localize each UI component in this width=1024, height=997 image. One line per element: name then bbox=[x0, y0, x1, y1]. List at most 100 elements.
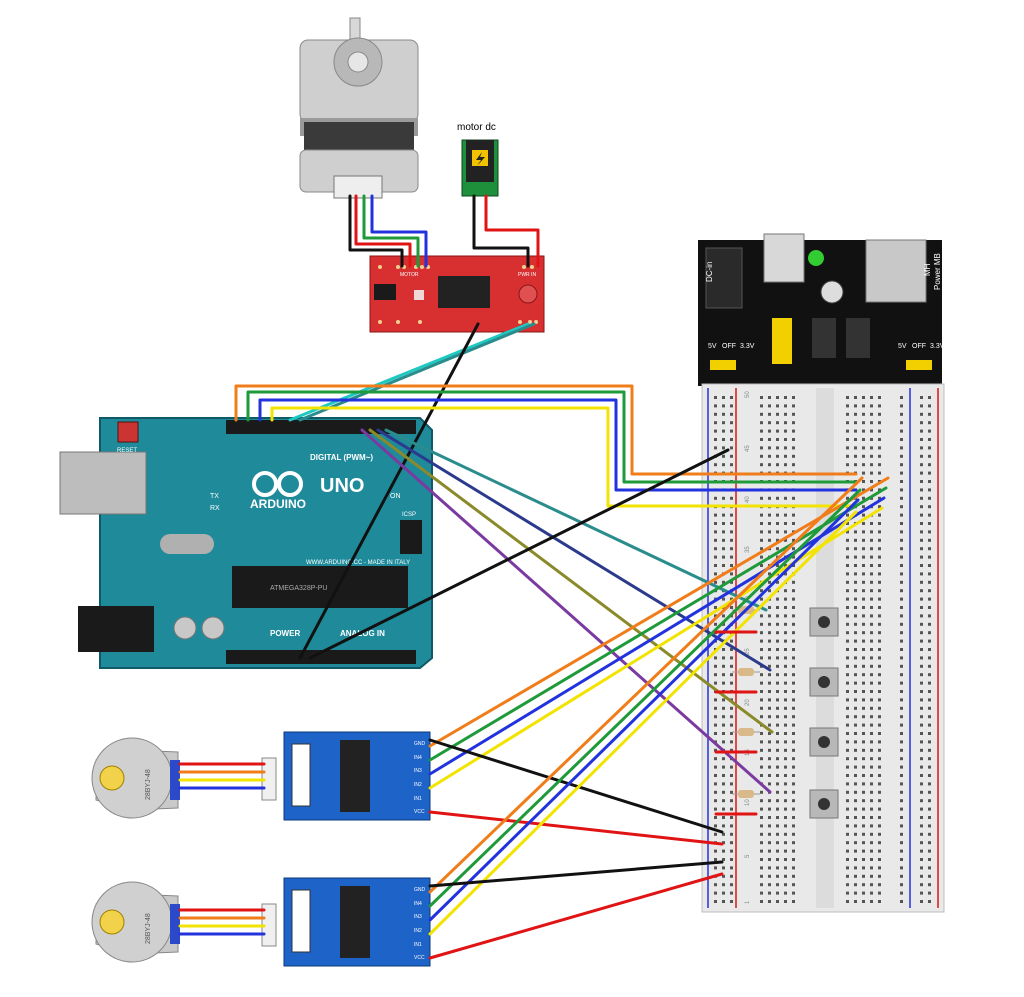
breadboard-hole bbox=[862, 715, 865, 719]
motor-dc-label: motor dc bbox=[457, 122, 496, 133]
breadboard-hole bbox=[854, 555, 857, 559]
breadboard-hole bbox=[878, 429, 881, 433]
breadboard-hole bbox=[870, 748, 873, 752]
breadboard-hole bbox=[920, 522, 923, 525]
breadboard-hole bbox=[900, 522, 903, 525]
breadboard-hole bbox=[928, 522, 931, 525]
breadboard-hole bbox=[862, 690, 865, 693]
breadboard-hole bbox=[776, 706, 779, 710]
breadboard-hole bbox=[776, 614, 779, 618]
breadboard-hole bbox=[776, 807, 779, 811]
breadboard-hole bbox=[920, 681, 923, 685]
breadboard-hole bbox=[760, 883, 763, 887]
breadboard-hole bbox=[870, 606, 873, 609]
breadboard-hole bbox=[776, 790, 779, 794]
breadboard-hole bbox=[854, 841, 857, 845]
breadboard-hole bbox=[760, 765, 763, 769]
wire-d1-in4 bbox=[428, 476, 890, 748]
breadboard-hole bbox=[870, 891, 873, 895]
breadboard-hole bbox=[878, 446, 881, 450]
breadboard-hole bbox=[854, 421, 857, 425]
wire-d1-vcc bbox=[428, 810, 724, 846]
breadboard-hole bbox=[878, 555, 881, 559]
breadboard-hole bbox=[784, 438, 787, 441]
stepper-28byj48-1: 28BYJ-48 bbox=[91, 737, 277, 819]
breadboard-hole bbox=[878, 841, 881, 845]
breadboard-hole bbox=[846, 530, 849, 534]
breadboard-hole bbox=[714, 572, 717, 576]
breadboard-hole bbox=[900, 404, 903, 408]
svg-text:IN2: IN2 bbox=[414, 782, 422, 788]
breadboard-hole bbox=[862, 622, 865, 626]
breadboard-hole bbox=[768, 396, 771, 399]
breadboard-hole bbox=[862, 530, 865, 534]
icsp-label: ICSP bbox=[402, 512, 416, 518]
breadboard-hole bbox=[776, 883, 779, 887]
breadboard-hole bbox=[854, 757, 857, 761]
breadboard-hole bbox=[928, 488, 931, 492]
breadboard-hole bbox=[878, 421, 881, 425]
breadboard-hole bbox=[722, 782, 725, 786]
breadboard-hole bbox=[776, 606, 779, 609]
breadboard-hole bbox=[920, 496, 923, 500]
breadboard-hole bbox=[730, 421, 733, 425]
stepper-1-model: 28BYJ-48 bbox=[145, 769, 152, 800]
breadboard-hole bbox=[900, 555, 903, 559]
breadboard-hole bbox=[792, 866, 795, 870]
breadboard-hole bbox=[714, 564, 717, 567]
svg-text:IN2: IN2 bbox=[414, 928, 422, 934]
breadboard-hole bbox=[760, 858, 763, 861]
breadboard-hole bbox=[768, 874, 771, 878]
breadboard-hole bbox=[870, 446, 873, 450]
breadboard-hole bbox=[768, 757, 771, 761]
breadboard-hole bbox=[776, 421, 779, 425]
breadboard-hole bbox=[878, 849, 881, 853]
breadboard-hole bbox=[776, 429, 779, 433]
breadboard-hole bbox=[730, 648, 733, 651]
breadboard-hole bbox=[776, 832, 779, 836]
breadboard-hole bbox=[792, 748, 795, 752]
breadboard-hole bbox=[776, 715, 779, 719]
breadboard-hole bbox=[722, 807, 725, 811]
breadboard-hole bbox=[878, 522, 881, 525]
power-header-label: POWER bbox=[270, 629, 300, 638]
svg-text:VCC: VCC bbox=[414, 809, 425, 815]
breadboard-hole bbox=[776, 891, 779, 895]
breadboard-hole bbox=[760, 597, 763, 601]
breadboard-hole bbox=[714, 900, 717, 903]
breadboard-hole bbox=[776, 513, 779, 517]
breadboard-hole bbox=[776, 858, 779, 861]
breadboard-hole bbox=[862, 883, 865, 887]
breadboard-hole bbox=[792, 740, 795, 744]
breadboard-hole bbox=[776, 404, 779, 408]
breadboard-hole bbox=[776, 648, 779, 651]
wire-arduino-orange bbox=[234, 384, 858, 476]
breadboard-hole bbox=[900, 631, 903, 635]
breadboard-hole bbox=[920, 446, 923, 450]
breadboard-hole bbox=[846, 706, 849, 710]
breadboard-hole bbox=[768, 782, 771, 786]
breadboard-hole bbox=[722, 446, 725, 450]
breadboard-hole bbox=[854, 648, 857, 651]
breadboard-hole bbox=[870, 421, 873, 425]
breadboard-hole bbox=[760, 631, 763, 635]
breadboard-hole bbox=[928, 706, 931, 710]
breadboard-hole bbox=[928, 883, 931, 887]
breadboard-hole bbox=[900, 622, 903, 626]
breadboard-hole bbox=[722, 866, 725, 870]
breadboard-hole bbox=[870, 858, 873, 861]
breadboard-hole bbox=[862, 589, 865, 593]
rail-off-right: OFF bbox=[912, 343, 926, 350]
breadboard-hole bbox=[792, 706, 795, 710]
breadboard-hole bbox=[862, 866, 865, 870]
breadboard-hole bbox=[730, 538, 733, 542]
breadboard-hole bbox=[722, 715, 725, 719]
breadboard-hole bbox=[862, 564, 865, 567]
breadboard: 50 45 40 35 30 25 20 15 10 5 1 bbox=[701, 383, 945, 913]
breadboard-hole bbox=[784, 513, 787, 517]
breadboard-hole bbox=[870, 429, 873, 433]
breadboard-hole bbox=[784, 698, 787, 702]
breadboard-hole bbox=[792, 874, 795, 878]
breadboard-hole bbox=[862, 832, 865, 836]
svg-text:25: 25 bbox=[745, 648, 751, 655]
